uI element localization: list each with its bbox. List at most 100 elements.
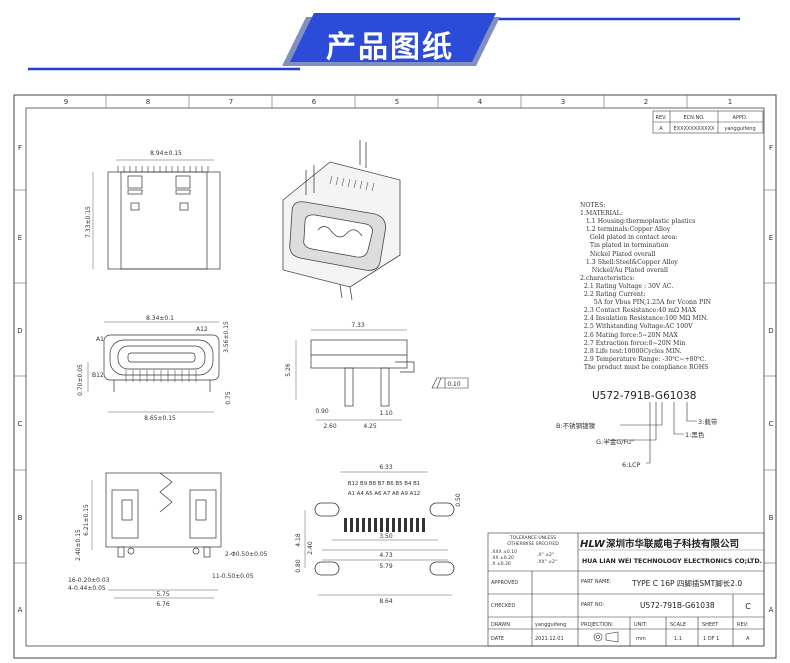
company-name-en: HUA LIAN WEI TECHNOLOGY ELECTRONICS CO;L… [582, 558, 762, 565]
dim-side-height: 5.26 [285, 363, 292, 377]
part-code-g: G:半金G/Fu" [596, 437, 634, 446]
ecn-header: ECN.NO. [683, 115, 704, 121]
pin-a1-label: A1 [96, 336, 104, 343]
date-value: 2021.12.01 [535, 636, 564, 642]
dim-side-width: 7.33 [351, 322, 365, 329]
flatness-value: 0.10 [447, 381, 461, 388]
dim-side-110: 1.10 [379, 410, 393, 417]
pcb-pins-top: B12 B9 B8 B7 B6 B5 B4 B1 [348, 481, 420, 487]
dim-pcb-579: 5.79 [379, 563, 393, 570]
date-label: DATE [491, 636, 504, 642]
col-label: 8 [146, 98, 150, 106]
part-code-b: B:不锈钢镀镍 [556, 421, 596, 430]
dim-top-width: 8.94±0.15 [150, 150, 182, 157]
isometric-view [282, 140, 401, 301]
appd-value: yangguifeng [724, 126, 755, 132]
dim-side-260: 2.60 [323, 423, 337, 430]
part-code-3: 3:载带 [698, 417, 718, 426]
banner-shape [290, 13, 496, 62]
dim-bottom-pin: 2-Φ0.50±0.05 [225, 551, 268, 558]
part-code-leaders [608, 402, 697, 464]
col-label: 5 [395, 98, 399, 106]
pcb-footprint [304, 471, 455, 596]
scale-value: 1:1 [674, 636, 682, 642]
row-label: B [769, 514, 774, 522]
row-label: A [769, 606, 774, 614]
front-view [87, 321, 220, 413]
dim-pcb-240: 2.40 [307, 541, 314, 555]
dim-front-pin: 0.70±0.05 [77, 364, 84, 396]
tolerance-row: .XX° ±2° [537, 559, 557, 565]
top-view [92, 159, 221, 270]
row-label: E [769, 234, 773, 242]
rev-header: REV. [656, 115, 667, 121]
row-label: E [18, 234, 22, 242]
part-code-6: 6:LCP [622, 461, 640, 469]
tolerance-title: TOLERANCE UNLESS [509, 535, 556, 541]
dim-bottom-676: 6.76 [156, 601, 170, 608]
part-code: U572-791B-G61038 [592, 390, 696, 402]
row-label: D [768, 327, 773, 335]
title-block [487, 532, 765, 647]
checked-label: CHECKED [491, 603, 515, 609]
dim-bottom-4: 4-0.44±0.05 [68, 585, 106, 592]
dim-pcb-050: 0.50 [455, 493, 462, 507]
part-no-label: PART NO: [581, 602, 604, 608]
part-no: U572-791B-G61038 [640, 601, 715, 610]
dim-pcb-473: 4.73 [379, 552, 393, 559]
col-label: 4 [478, 98, 483, 106]
appd-header: APPD. [733, 115, 748, 121]
rev-value-tb: A [746, 636, 750, 642]
dim-side-425: 4.25 [363, 423, 377, 430]
dim-front-inner: 8.34±0.1 [146, 315, 174, 322]
col-label: 7 [229, 98, 233, 106]
bottom-view [91, 472, 222, 599]
header-banner [28, 13, 740, 71]
col-label: 1 [728, 98, 732, 106]
sheet-label: SHEET [702, 622, 719, 628]
tolerance-row: .XX ±0.20 [491, 555, 514, 561]
part-name-label: PART NAME: [581, 579, 612, 585]
dim-top-height: 7.33±0.15 [85, 206, 92, 238]
page-title: 产品图纸 [326, 30, 454, 65]
row-label: F [769, 144, 773, 152]
dim-bottom-240: 2.40±0.15 [75, 529, 82, 561]
projection-label: PROJECTION: [581, 622, 614, 628]
side-view [295, 329, 469, 421]
sheet-value: 1 OF 1 [703, 636, 719, 642]
pin-a12-label: A12 [196, 326, 208, 333]
rev-label: REV: [737, 622, 749, 628]
pin-b12-label: B12 [92, 372, 104, 379]
revision-table [652, 110, 764, 134]
dim-bottom-11: 11-0.50±0.05 [212, 573, 254, 580]
dim-pcb-864: 8.64 [379, 598, 393, 605]
dim-front-075: 0.75 [225, 391, 232, 405]
dim-bottom-621: 6.21±0.15 [83, 504, 90, 536]
tolerance-row: .XXX ±0.10 [491, 549, 517, 555]
outer-frame [13, 94, 777, 659]
unit-value: mm [636, 636, 646, 642]
tolerance-subtitle: OTHERWISE SPECIFIED [507, 541, 559, 547]
col-label: 3 [561, 98, 565, 106]
approved-label: APPROVED [491, 580, 518, 586]
pcb-pins-bottom: A1 A4 A5 A6 A7 A8 A9 A12 [348, 491, 420, 497]
rev-value: A [659, 126, 663, 132]
dim-side-090: 0.90 [315, 408, 329, 415]
part-rev: C [745, 602, 751, 611]
part-name: TYPE C 16P 四脚插SMT脚长2.0 [631, 578, 742, 588]
col-label: 2 [644, 98, 648, 106]
dim-pcb-080: 0.80 [295, 559, 302, 573]
scale-label: SCALE [670, 622, 686, 628]
part-code-1: 1:黑色 [685, 430, 705, 439]
row-label: B [18, 514, 23, 522]
inner-frame [25, 107, 765, 647]
dim-pcb-350: 3.50 [379, 533, 393, 540]
row-label: C [769, 420, 774, 428]
unit-label: UNIT: [634, 622, 647, 628]
row-label: A [18, 606, 23, 614]
row-label: F [18, 144, 22, 152]
row-label: D [17, 327, 22, 335]
dim-pcb-633: 6.33 [379, 464, 393, 471]
ecn-value: EXXXXXXXXXXX [674, 126, 715, 132]
